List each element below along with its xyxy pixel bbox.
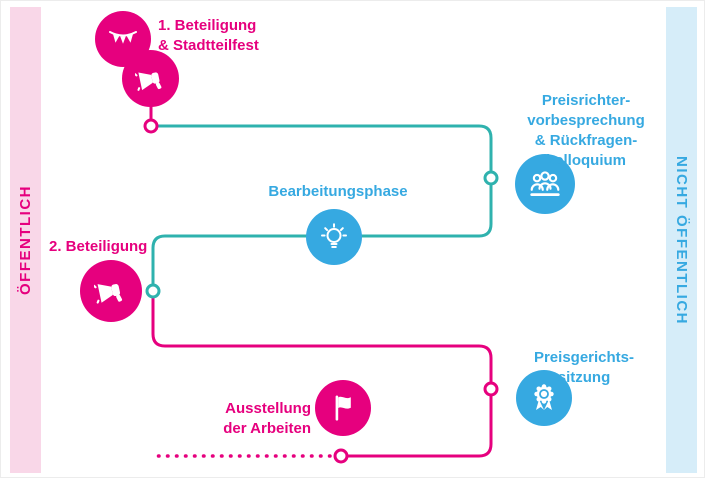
node-ausstellung [315, 380, 371, 436]
milestone-dot-4 [483, 381, 499, 397]
lightbulb-icon [321, 223, 347, 248]
award-rosette-icon [534, 384, 554, 410]
non-public-band-label: NICHT ÖFFENTLICH [673, 155, 690, 325]
label-preisrichter: Preisrichter- vorbesprechung & Rückfrage… [527, 92, 645, 169]
milestone-dot-3 [145, 283, 161, 299]
flag-icon [335, 395, 351, 421]
label-beteiligung2: 2. Beteiligung [49, 238, 148, 255]
connector-preisgericht-to-ausstellung [348, 396, 493, 458]
node-beteiligung1 [122, 50, 179, 107]
label-bearbeitungsphase: Bearbeitungsphase [268, 183, 408, 200]
jury-people-icon [530, 171, 560, 197]
milestone-dot-1 [143, 118, 159, 134]
milestone-dot-5 [333, 448, 349, 464]
node-bearbeitungsphase [306, 209, 362, 265]
megaphone-icon [134, 71, 161, 91]
non-public-band: NICHT ÖFFENTLICH [666, 7, 697, 473]
milestone-dot-2 [483, 170, 499, 186]
label-beteiligung1: 1. Beteiligung & Stadtteilfest [158, 17, 259, 54]
label-preisgericht: Preisgerichts- sitzung [533, 349, 635, 386]
node-beteiligung2 [80, 260, 142, 322]
label-ausstellung: Ausstellung der Arbeiten [223, 400, 311, 437]
megaphone-icon [94, 284, 123, 304]
node-preisrichter [515, 154, 575, 214]
connector-beteiligung2-to-preisgericht [151, 298, 493, 382]
connector-beteiligung1-to-preisrichter [158, 124, 493, 171]
node-preisgericht [516, 370, 572, 426]
public-band: ÖFFENTLICH [10, 7, 41, 473]
bunting-icon [109, 31, 137, 44]
